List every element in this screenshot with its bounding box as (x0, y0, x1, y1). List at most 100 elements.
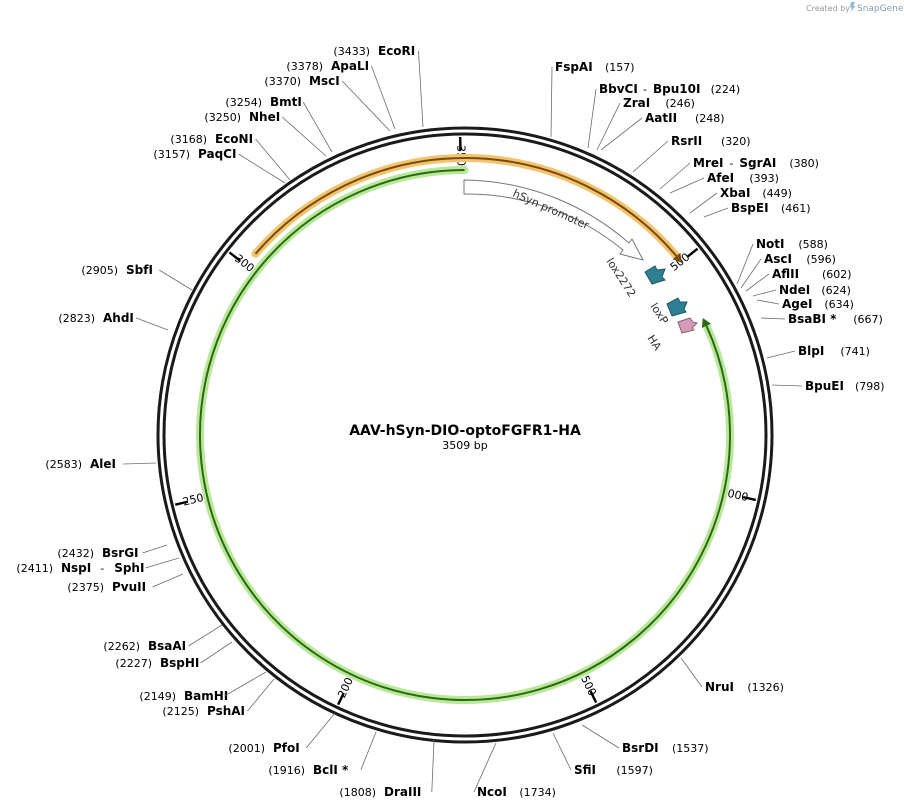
site-name: NheI (249, 110, 280, 124)
site-bbvci[interactable]: BbvCI-Bpu10I(224) (587, 82, 741, 149)
tick-marks: 350050010001500200025003000 (174, 137, 757, 706)
site-position: (380) (789, 157, 819, 170)
site-bsaai[interactable]: (2262)BsaAI (103, 624, 223, 653)
site-name: MscI (309, 74, 340, 88)
site-name: BmtI (270, 95, 302, 109)
site-asci[interactable]: AscI(596) (740, 252, 836, 289)
site-name: BamHI (184, 689, 228, 703)
tick-mark (337, 692, 345, 706)
site-position: (3433) (333, 45, 370, 58)
site-agei[interactable]: AgeI(634) (756, 297, 854, 311)
site-noti[interactable]: NotI(588) (736, 237, 828, 285)
site-bspei[interactable]: BspEI(461) (703, 201, 811, 218)
ha-tag-arrow[interactable] (677, 317, 698, 334)
site-bpuei[interactable]: BpuEI(798) (771, 379, 885, 393)
site-bsabi[interactable]: BsaBI *(667) (760, 312, 883, 326)
site-name-secondary: Bpu10I (653, 82, 700, 96)
site-leader-line (145, 557, 180, 569)
site-sfii[interactable]: SfiI(1597) (552, 732, 653, 777)
site-ndei[interactable]: NdeI(624) (752, 283, 851, 297)
site-position: (224) (711, 83, 741, 96)
site-position: (1734) (519, 786, 556, 799)
site-name: BsrGI (102, 546, 139, 560)
site-position: (157) (605, 61, 635, 74)
site-leader-line (740, 258, 762, 289)
site-zrai[interactable]: ZraI(246) (596, 96, 695, 151)
site-pshai[interactable]: (2125)PshAI (162, 678, 275, 718)
restriction-sites[interactable]: (3433)EcoRI (3378) ApaLI(3370)MscI(3254)Bm… (16, 44, 884, 799)
orange-orf-arc[interactable] (254, 157, 678, 257)
site-fspai[interactable]: FspAI (157) (550, 60, 635, 138)
site-leader-line (238, 153, 286, 184)
site-aatii[interactable]: AatII(248) (600, 111, 725, 151)
site-pvuii[interactable]: (2375)PvuII (67, 573, 184, 594)
site-econi[interactable]: (3168)EcoNI (170, 132, 291, 181)
site-position: (2227) (115, 657, 152, 670)
site-leader-line (224, 671, 267, 697)
site-position: (798) (855, 380, 885, 393)
site-ecori[interactable]: (3433)EcoRI (333, 44, 424, 128)
green-orf-arc[interactable] (199, 169, 731, 701)
site-draiii[interactable]: (1808)DraIII (339, 739, 435, 799)
site-position: (449) (762, 187, 792, 200)
site-bsrgi[interactable]: (2432)BsrGI (57, 544, 168, 560)
site-nrui[interactable]: NruI(1326) (680, 657, 784, 694)
site-ncoi[interactable]: NcoI (1734) (473, 742, 556, 799)
site-alei[interactable]: (2583)AleI (45, 457, 157, 471)
site-position: (3157) (153, 148, 190, 161)
site-msci[interactable]: (3370)MscI (264, 74, 391, 132)
site-position: (1916) (268, 764, 305, 777)
site-position: (246) (665, 97, 695, 110)
site-name: ApaLI (331, 59, 369, 73)
site-aflii[interactable]: AflII(602) (745, 267, 852, 292)
site-rsrii[interactable]: RsrII(320) (632, 134, 751, 173)
site-bamhi[interactable]: (2149)BamHI (139, 671, 267, 703)
orf-arcs[interactable] (196, 154, 734, 704)
site-blpi[interactable]: BlpI(741) (766, 344, 870, 359)
site-leader-line (473, 742, 497, 793)
site-nspi[interactable]: (2411)NspI-SphI (16, 557, 180, 575)
site-leader-line (281, 116, 327, 157)
backbone (156, 126, 774, 744)
plasmid-length: 3509 bp (442, 439, 487, 452)
site-bmti[interactable]: (3254)BmtI (225, 95, 333, 153)
site-ahdi[interactable]: (2823)AhdI (58, 311, 169, 331)
hsyn-promoter-arrow[interactable] (463, 179, 644, 261)
site-sbfi[interactable]: (2905)SbfI (81, 263, 193, 291)
site-leader-line (550, 66, 553, 138)
site-name: BspEI (731, 201, 769, 215)
lox2272-arrow[interactable] (644, 265, 666, 285)
site-name: BsrDI (622, 741, 659, 755)
credit-prefix: Created by (806, 4, 850, 13)
site-afei[interactable]: AfeI(393) (669, 171, 779, 194)
site-leader-line (200, 641, 233, 664)
site-apali[interactable]: (3378) ApaLI (286, 59, 396, 130)
loxp-arrow[interactable] (666, 297, 688, 317)
site-mrei[interactable]: MreI-SgrAI(380) (659, 156, 819, 190)
site-bsrdi[interactable]: BsrDI(1537) (581, 724, 709, 755)
site-bcli[interactable]: (1916)BclI * (268, 731, 377, 777)
plasmid-title-block: AAV-hSyn-DIO-optoFGFR1-HA 3509 bp (349, 423, 581, 452)
site-position: (741) (840, 345, 870, 358)
site-leader-line (703, 207, 729, 218)
orange-orf-arrowhead (672, 252, 683, 263)
site-position: (3378) (286, 60, 323, 73)
site-name: FspAI (555, 60, 593, 74)
site-nhei[interactable]: (3250)NheI (204, 110, 327, 157)
site-paqci[interactable]: (3157)PaqCI (153, 147, 286, 184)
site-bsphi[interactable]: (2227)BspHI (115, 641, 233, 670)
snapgene-credit[interactable]: Created by SnapGene (806, 2, 904, 14)
tick-mark (174, 500, 189, 506)
site-position: (2001) (228, 742, 265, 755)
site-xbai[interactable]: XbaI (449) (689, 186, 792, 214)
site-name: RsrII (671, 134, 702, 148)
site-leader-line (123, 462, 157, 465)
site-position: (2583) (45, 458, 82, 471)
site-leader-line (766, 350, 796, 359)
site-name: NcoI (477, 785, 507, 799)
site-name: NspI (61, 561, 91, 575)
site-name: XbaI (720, 186, 750, 200)
site-pfoi[interactable]: (2001)PfoI (228, 712, 336, 755)
site-leader-line (371, 65, 396, 130)
site-position: (2411) (16, 562, 53, 575)
